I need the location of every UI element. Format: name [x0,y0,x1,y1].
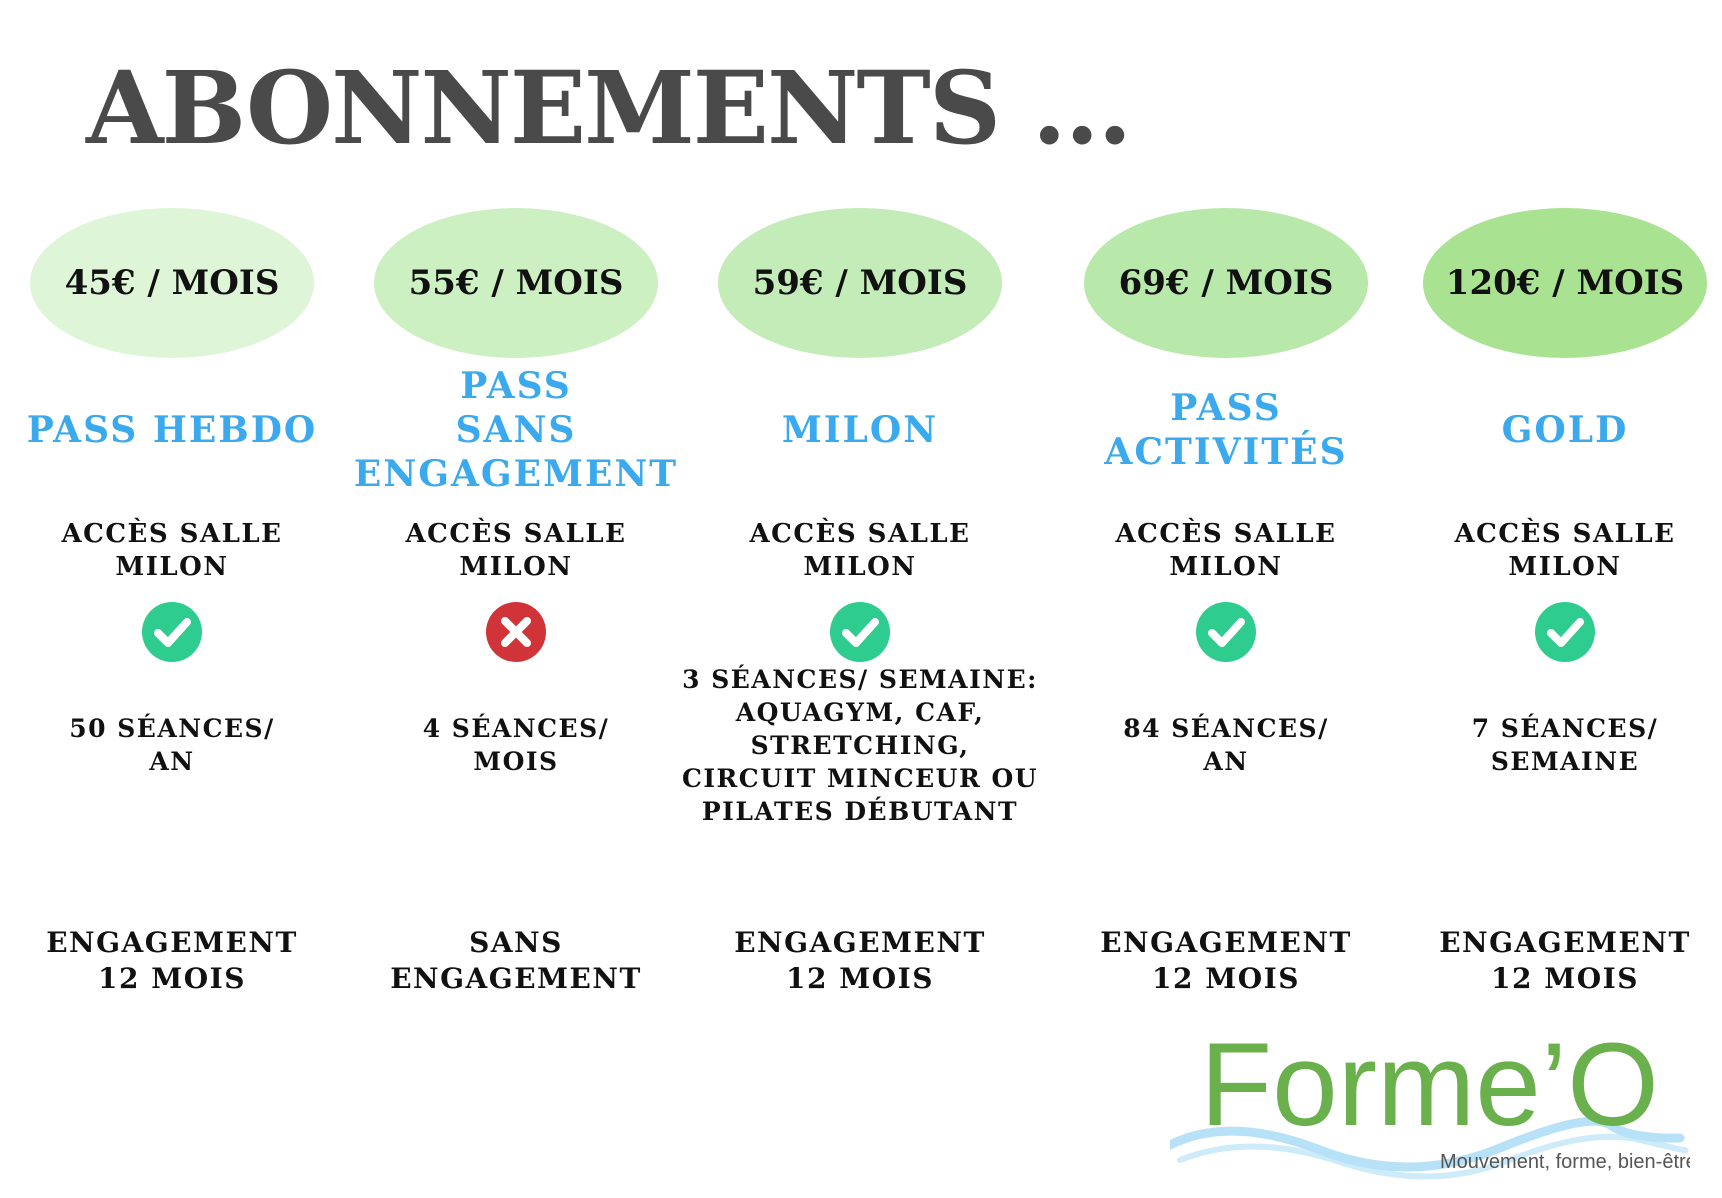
plan-column-pass-hebdo: 45€ / MOIS PASS HEBDO ACCÈS SALLE MILON … [7,0,337,1198]
forme-o-logo: Forme’O Mouvement, forme, bien-être... [1170,1020,1690,1195]
engagement-label: ENGAGEMENT 12 MOIS [734,926,986,995]
check-circle-icon [828,600,892,664]
access-label: ACCÈS SALLE MILON [405,519,627,582]
price-badge: 69€ / MOIS [1084,208,1368,358]
sessions-label: 50 SÉANCES/ AN [69,714,275,776]
access-label: ACCÈS SALLE MILON [1454,519,1676,582]
logo-wave [1170,1116,1685,1172]
plan-column-gold: 120€ / MOIS GOLD ACCÈS SALLE MILON 7 SÉA… [1400,0,1722,1198]
plan-column-pass-sans-engagement: 55€ / MOIS PASS SANS ENGAGEMENT ACCÈS SA… [351,0,681,1198]
page-title: ABONNEMENTS ... [86,49,1132,167]
access-label: ACCÈS SALLE MILON [749,519,971,582]
plan-column-pass-activites: 69€ / MOIS PASS ACTIVITÉS ACCÈS SALLE MI… [1061,0,1391,1198]
engagement-label: ENGAGEMENT 12 MOIS [1100,926,1352,995]
logo-tagline: Mouvement, forme, bien-être... [1440,1151,1690,1173]
engagement-label: ENGAGEMENT 12 MOIS [46,926,298,995]
check-circle-icon [140,600,204,664]
price-badge: 45€ / MOIS [30,208,314,358]
logo-wordmark: Forme’O [1200,1020,1659,1151]
plan-name: PASS HEBDO [26,409,318,451]
plan-name: PASS ACTIVITÉS [1104,387,1348,473]
access-label: ACCÈS SALLE MILON [1115,519,1337,582]
plan-column-milon: 59€ / MOIS MILON ACCÈS SALLE MILON 3 SÉA… [682,0,1037,1198]
check-circle-icon [1533,600,1597,664]
engagement-label: SANS ENGAGEMENT [390,926,642,995]
price-badge: 120€ / MOIS [1423,208,1707,358]
access-label: ACCÈS SALLE MILON [61,519,283,582]
engagement-label: ENGAGEMENT 12 MOIS [1439,926,1691,995]
plan-name: PASS SANS ENGAGEMENT [353,365,679,495]
check-circle-icon [1194,600,1258,664]
sessions-label: 84 SÉANCES/ AN [1123,714,1329,776]
sessions-label: 7 SÉANCES/ SEMAINE [1471,714,1659,776]
sessions-label: 3 SÉANCES/ SEMAINE: AQUAGYM, CAF, STRETC… [681,664,1039,826]
price-badge: 55€ / MOIS [374,208,658,358]
plan-name: GOLD [1501,409,1629,451]
logo-wave [1177,1133,1689,1180]
cross-circle-icon [484,600,548,664]
sessions-label: 4 SÉANCES/ MOIS [422,714,610,776]
price-badge: 59€ / MOIS [718,208,1002,358]
plan-name: MILON [781,409,939,451]
